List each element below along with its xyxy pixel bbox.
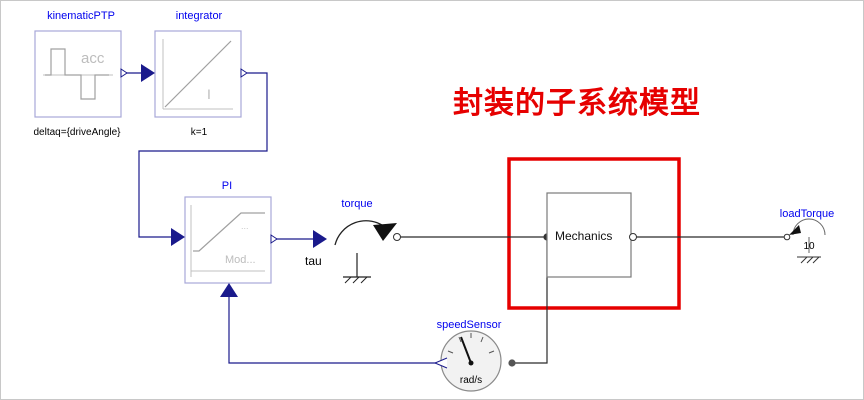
torque-ground-hatch-2	[352, 276, 360, 284]
integrator-ramp	[164, 40, 232, 108]
torque-arc	[334, 220, 386, 246]
connection-integrator-to-pi[interactable]	[138, 72, 268, 238]
integrator-name: integrator	[176, 10, 223, 22]
speedsensor-block[interactable]: speedSensor rad/s	[433, 319, 516, 392]
torque-flange-port[interactable]	[393, 233, 401, 241]
speedsensor-needle	[460, 336, 472, 364]
mechanics-name: Mechanics	[555, 229, 612, 243]
kinematicptp-name: kinematicPTP	[47, 10, 115, 22]
loadtorque-arc	[792, 218, 826, 236]
torque-ground-hatch-3	[360, 276, 368, 284]
pi-setpoint-input-port[interactable]	[171, 228, 185, 246]
subsystem-title: 封装的子系统模型	[453, 86, 701, 121]
torque-name: torque	[341, 198, 372, 210]
mechanics-flange-port[interactable]	[629, 233, 637, 241]
speedsensor-unit: rad/s	[460, 375, 482, 386]
torque-arrow-head	[373, 223, 397, 241]
pi-output-port[interactable]	[270, 234, 278, 244]
speedsensor-tick-4	[480, 336, 484, 343]
speedsensor-tick-5	[488, 350, 495, 354]
loadtorque-name: loadTorque	[780, 208, 834, 220]
kinematicptp-icon-text: acc	[81, 50, 105, 67]
loadtorque-flange-port[interactable]	[783, 233, 791, 241]
loadtorque-block[interactable]: loadTorque 10	[780, 208, 834, 264]
integrator-parameter: k=1	[191, 127, 208, 138]
kinematicptp-output-port[interactable]	[120, 68, 128, 78]
kinematicptp-box[interactable]	[34, 30, 122, 118]
torque-block[interactable]: torque tau	[305, 198, 401, 284]
kinematicptp-waveform	[45, 48, 109, 100]
speedsensor-needle-hub	[468, 360, 474, 366]
loadtorque-arrow-head	[789, 225, 801, 235]
pi-response	[193, 212, 265, 252]
integrator-output-port[interactable]	[240, 68, 248, 78]
kinematicptp-block[interactable]: kinematicPTP acc deltaq={driveAngle}	[33, 10, 128, 138]
loadtorque-hatch-2	[806, 256, 814, 264]
integrator-block[interactable]: integrator I k=1	[141, 10, 248, 138]
loadtorque-hatch-3	[812, 256, 820, 264]
subsystem-highlight-box	[507, 157, 681, 310]
speedsensor-output-port[interactable]	[433, 357, 448, 369]
speedsensor-tick-2	[458, 336, 462, 343]
torque-input-port[interactable]	[313, 230, 327, 248]
speedsensor-tick-1	[447, 350, 454, 354]
kinematicptp-parameter: deltaq={driveAngle}	[33, 127, 121, 138]
flange-mechanics-to-speedsensor[interactable]	[513, 237, 548, 364]
connection-speedsensor-to-pi[interactable]	[228, 293, 441, 364]
loadtorque-parameter: 10	[803, 241, 815, 252]
pi-box[interactable]	[184, 196, 272, 284]
mechanics-block[interactable]: Mechanics	[546, 192, 637, 278]
torque-ground-hatch-1	[344, 276, 352, 284]
pi-dots: ...	[241, 221, 249, 231]
pi-block[interactable]: PI ... Mod...	[171, 180, 278, 297]
pi-icon-text: Mod...	[225, 254, 256, 266]
pi-name: PI	[222, 180, 232, 192]
loadtorque-hatch-1	[800, 256, 808, 264]
speedsensor-flange-port[interactable]	[508, 359, 516, 367]
integrator-input-port[interactable]	[141, 64, 155, 82]
torque-input-label: tau	[305, 254, 322, 268]
pi-feedback-input-port[interactable]	[220, 283, 238, 297]
integrator-icon-text: I	[207, 86, 211, 102]
speedsensor-name: speedSensor	[437, 319, 502, 331]
